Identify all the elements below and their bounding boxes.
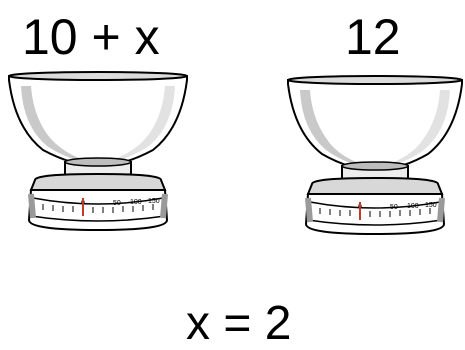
solution-equation: x = 2	[186, 297, 292, 350]
scale-tick-label: 100	[130, 199, 142, 206]
scale-bowl	[287, 75, 463, 172]
right-kitchen-scale-icon: 0 50 100 150	[287, 75, 463, 236]
scale-dial-ticks	[319, 208, 431, 217]
scale-tick-label: 100	[407, 203, 419, 210]
left-kitchen-scale-icon: 0 50 100 150	[8, 71, 188, 232]
scale-base	[304, 176, 446, 236]
scale-base	[27, 172, 169, 232]
right-side-value: 12	[345, 9, 401, 65]
left-side-expression: 10 + x	[22, 9, 160, 65]
scale-tick-label: 150	[425, 202, 437, 209]
scale-bowl	[8, 71, 188, 168]
scale-tick-label: 50	[390, 204, 398, 211]
scale-tick-label: 150	[148, 198, 160, 205]
scale-dial-ticks	[42, 204, 154, 213]
scale-tick-label: 50	[113, 200, 121, 207]
